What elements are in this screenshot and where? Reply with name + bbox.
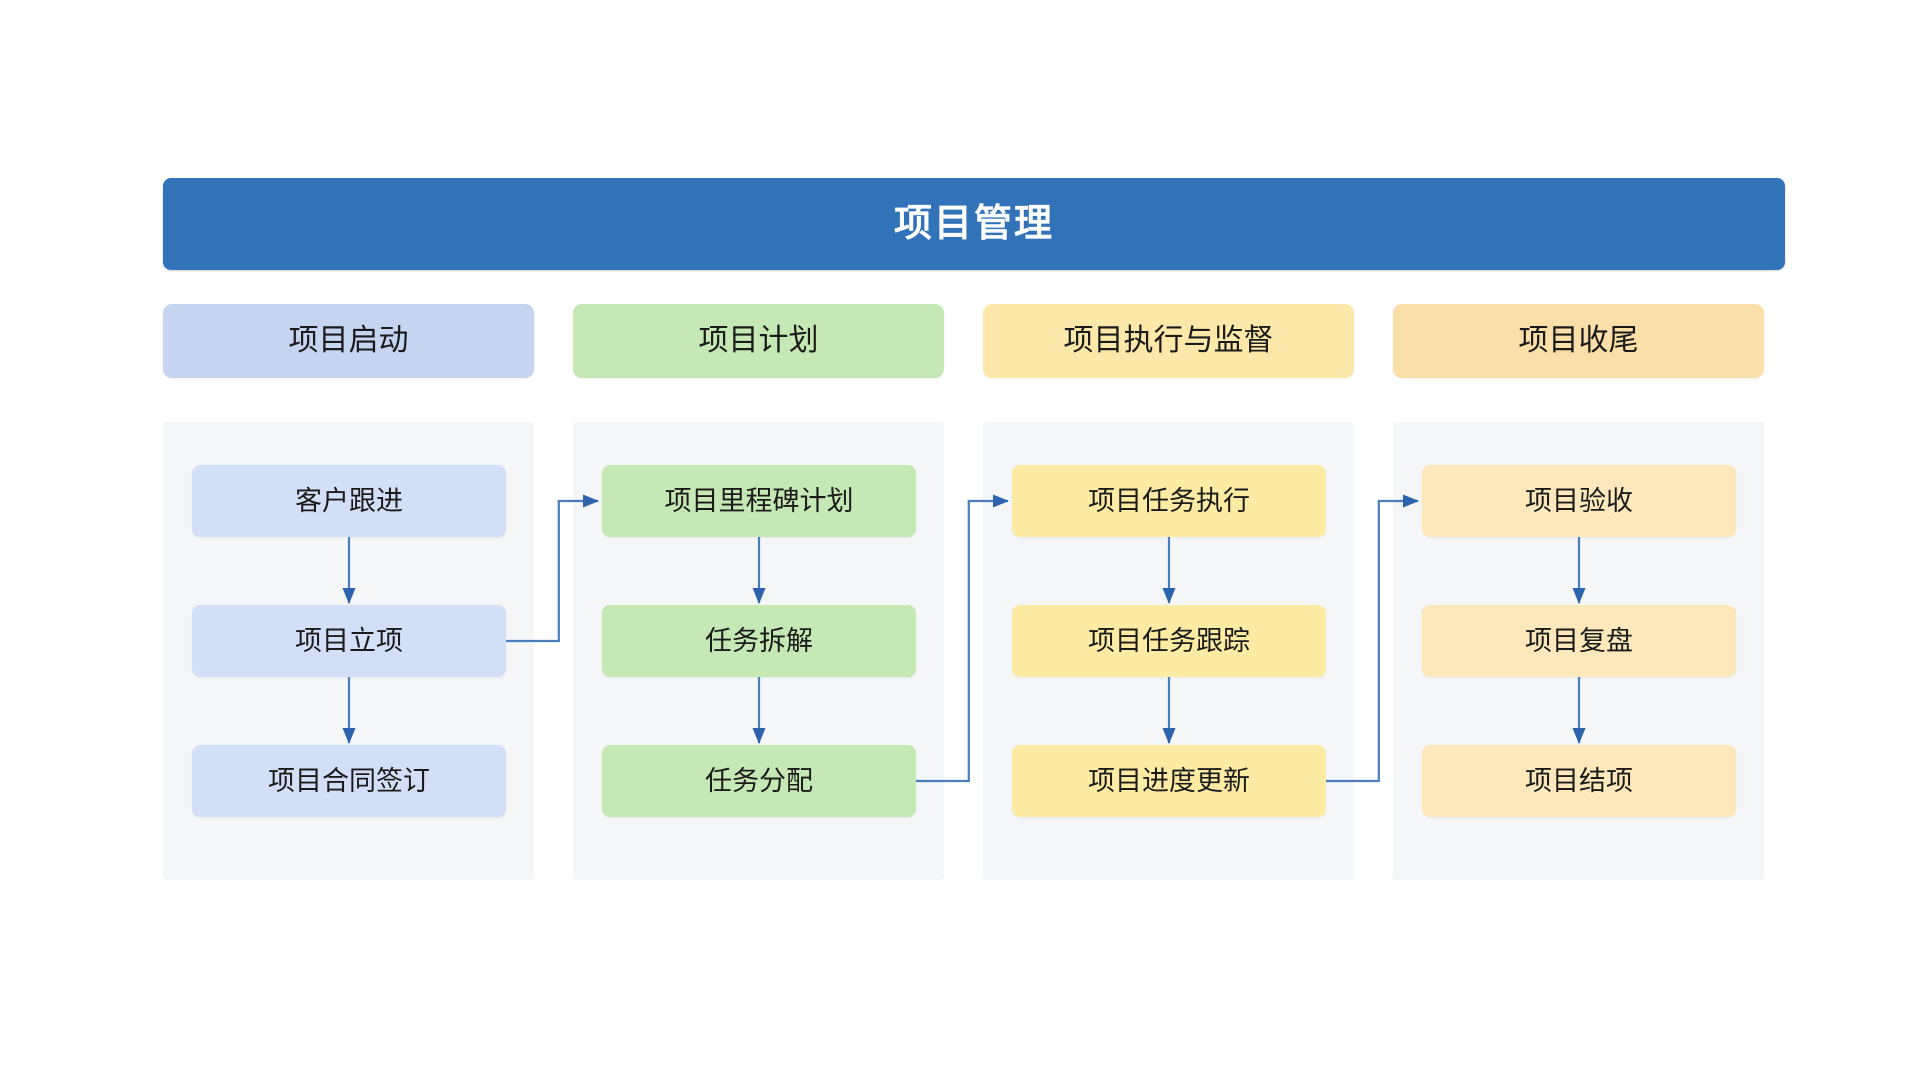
node-label: 项目立项 bbox=[295, 625, 403, 656]
node-label: 项目合同签订 bbox=[268, 765, 430, 796]
phase-header-label: 项目计划 bbox=[698, 324, 819, 357]
diagram-title-banner: 项目管理 bbox=[163, 178, 1785, 270]
phase-header-label: 项目收尾 bbox=[1518, 324, 1639, 357]
node-task-breakdown[interactable]: 任务拆解 bbox=[602, 605, 916, 677]
node-label: 项目验收 bbox=[1525, 485, 1633, 516]
node-label: 项目结项 bbox=[1525, 765, 1633, 796]
node-task-tracking[interactable]: 项目任务跟踪 bbox=[1012, 605, 1326, 677]
node-label: 任务分配 bbox=[705, 765, 813, 796]
node-customer-followup[interactable]: 客户跟进 bbox=[192, 465, 506, 537]
node-contract-signing[interactable]: 项目合同签订 bbox=[192, 745, 506, 817]
phase-header-label: 项目执行与监督 bbox=[1063, 324, 1274, 357]
phase-header-label: 项目启动 bbox=[288, 324, 409, 357]
node-label: 项目任务执行 bbox=[1088, 485, 1250, 516]
page-title: 项目管理 bbox=[893, 203, 1054, 245]
node-label: 项目进度更新 bbox=[1088, 765, 1250, 796]
node-project-approval[interactable]: 项目立项 bbox=[192, 605, 506, 677]
phase-header-initiation[interactable]: 项目启动 bbox=[163, 304, 534, 378]
phase-header-planning[interactable]: 项目计划 bbox=[573, 304, 944, 378]
phase-header-execution[interactable]: 项目执行与监督 bbox=[983, 304, 1354, 378]
node-milestone-plan[interactable]: 项目里程碑计划 bbox=[602, 465, 916, 537]
node-task-execution[interactable]: 项目任务执行 bbox=[1012, 465, 1326, 537]
node-project-review[interactable]: 项目复盘 bbox=[1422, 605, 1736, 677]
node-project-closure[interactable]: 项目结项 bbox=[1422, 745, 1736, 817]
node-progress-update[interactable]: 项目进度更新 bbox=[1012, 745, 1326, 817]
node-task-assignment[interactable]: 任务分配 bbox=[602, 745, 916, 817]
node-label: 项目里程碑计划 bbox=[664, 485, 854, 516]
node-label: 项目任务跟踪 bbox=[1088, 625, 1250, 656]
node-label: 任务拆解 bbox=[705, 625, 813, 656]
phase-header-closing[interactable]: 项目收尾 bbox=[1393, 304, 1764, 378]
node-project-acceptance[interactable]: 项目验收 bbox=[1422, 465, 1736, 537]
node-label: 项目复盘 bbox=[1525, 625, 1633, 656]
node-label: 客户跟进 bbox=[295, 485, 403, 516]
